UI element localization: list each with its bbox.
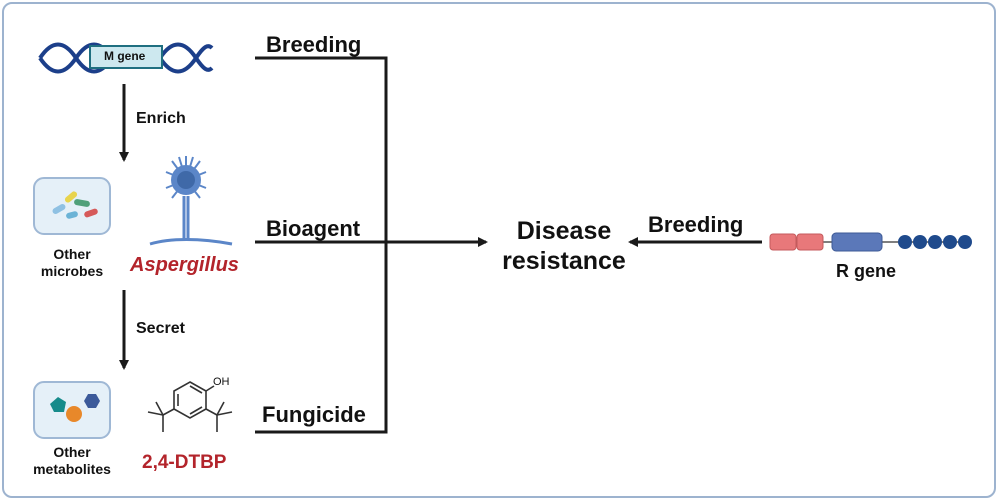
other-metabolites-line2: metabolites	[33, 461, 111, 477]
other-microbes-icon	[33, 177, 111, 235]
other-metabolites-label: Other metabolites	[24, 444, 120, 478]
m-gene-box	[89, 45, 163, 69]
dtbp-structure-icon	[147, 381, 233, 432]
other-microbes-line2: microbes	[40, 263, 104, 279]
oh-label: OH	[213, 376, 230, 388]
breeding-right-label: Breeding	[648, 212, 744, 237]
other-microbes-label: Other microbes	[34, 246, 110, 280]
disease-resistance-line1: Disease	[516, 217, 612, 245]
disease-resistance-line2: resistance	[502, 247, 626, 275]
disease-resistance-label: Disease resistance	[496, 216, 632, 276]
compound-label: 2,4-DTBP	[142, 452, 227, 473]
other-metabolites-icon	[33, 381, 111, 439]
bioagent-label: Bioagent	[266, 216, 361, 241]
secret-label: Secret	[136, 320, 185, 337]
other-microbes-line1: Other	[53, 246, 91, 262]
dna-helix-icon	[38, 42, 214, 74]
breeding-top-label: Breeding	[266, 32, 362, 57]
enrich-label: Enrich	[136, 110, 186, 127]
aspergillus-label: Aspergillus	[130, 254, 239, 276]
r-gene-domains-icon	[769, 232, 972, 252]
r-gene-label: R gene	[836, 261, 897, 281]
pathway-connector	[255, 56, 388, 434]
other-metabolites-line1: Other	[53, 444, 91, 460]
fungicide-label: Fungicide	[262, 402, 366, 427]
aspergillus-icon	[149, 156, 233, 246]
m-gene-label: M gene	[104, 49, 146, 63]
